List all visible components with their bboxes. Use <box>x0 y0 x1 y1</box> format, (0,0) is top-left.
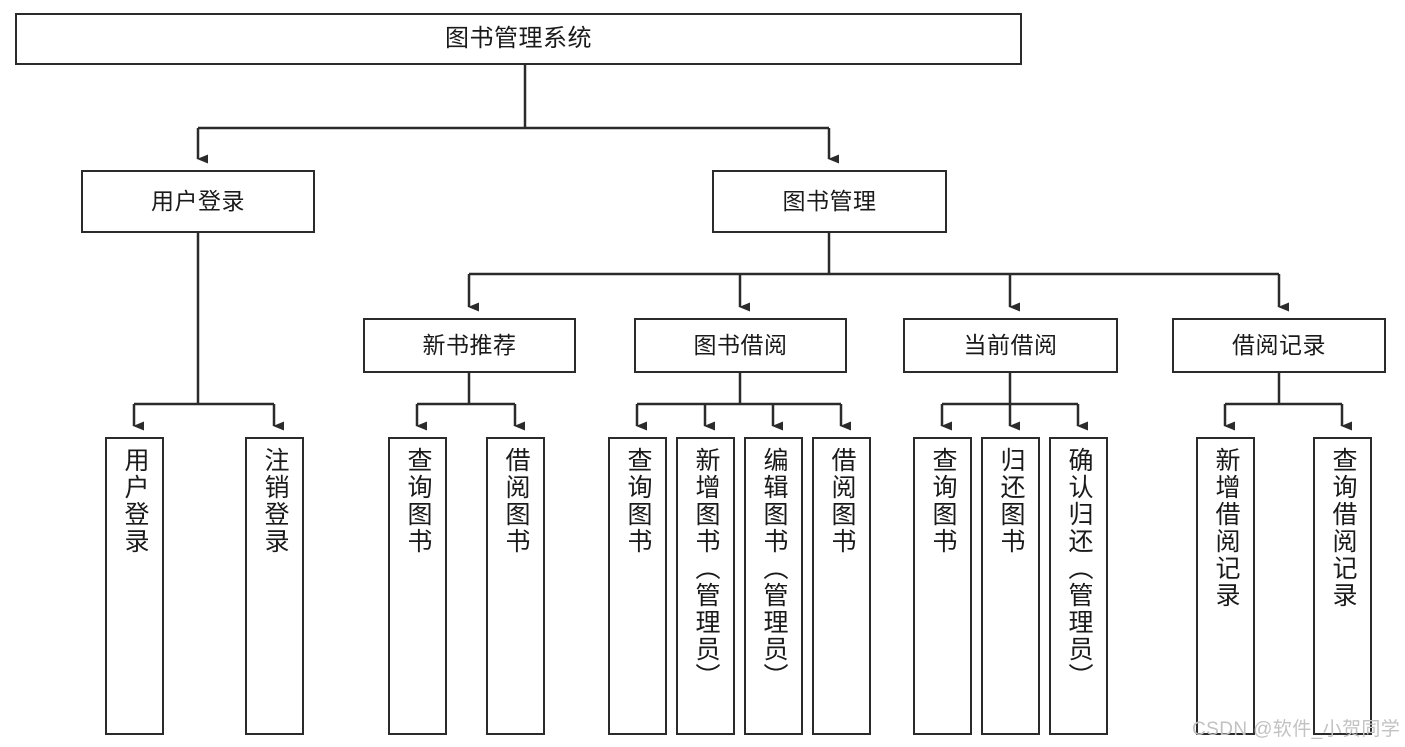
node-leaf-edit-book[interactable]: 编辑图书（管理员） <box>744 437 803 735</box>
node-leaf-confirm-return[interactable]: 确认归还（管理员） <box>1049 437 1108 735</box>
node-label-leaf-borrow-book-2: 借阅图书 <box>828 447 856 555</box>
node-label-leaf-confirm-return: 确认归还（管理员） <box>1065 447 1093 690</box>
connector-layer <box>132 65 1352 431</box>
node-label-leaf-query-record: 查询借阅记录 <box>1329 447 1357 609</box>
node-label-leaf-logout: 注销登录 <box>261 447 289 555</box>
node-label-current-borrow: 当前借阅 <box>963 331 1058 358</box>
node-leaf-query-book-3[interactable]: 查询图书 <box>913 437 972 735</box>
node-leaf-add-record[interactable]: 新增借阅记录 <box>1196 437 1255 735</box>
node-leaf-query-book-1[interactable]: 查询图书 <box>388 437 447 735</box>
node-user-login[interactable]: 用户登录 <box>81 170 315 233</box>
node-label-leaf-query-book-2: 查询图书 <box>624 447 652 555</box>
node-label-book-borrow: 图书借阅 <box>693 331 788 358</box>
node-book-management[interactable]: 图书管理 <box>712 170 947 233</box>
node-borrow-record[interactable]: 借阅记录 <box>1172 318 1386 373</box>
node-leaf-user-login[interactable]: 用户登录 <box>105 437 164 735</box>
node-leaf-return-book[interactable]: 归还图书 <box>981 437 1040 735</box>
node-label-user-login: 用户登录 <box>151 187 245 214</box>
node-book-borrow[interactable]: 图书借阅 <box>634 318 847 373</box>
node-label-leaf-user-login: 用户登录 <box>121 447 149 555</box>
node-new-book-recommend[interactable]: 新书推荐 <box>363 318 576 373</box>
node-label-leaf-query-book-1: 查询图书 <box>404 447 432 555</box>
node-label-leaf-borrow-book-1: 借阅图书 <box>502 447 530 555</box>
node-leaf-logout[interactable]: 注销登录 <box>245 437 304 735</box>
node-label-leaf-add-record: 新增借阅记录 <box>1212 447 1240 609</box>
node-leaf-borrow-book-2[interactable]: 借阅图书 <box>812 437 871 735</box>
csdn-watermark: CSDN @软件_小贺同学 <box>1192 719 1401 740</box>
node-leaf-borrow-book-1[interactable]: 借阅图书 <box>486 437 545 735</box>
node-label-root: 图书管理系统 <box>445 24 592 52</box>
node-label-leaf-query-book-3: 查询图书 <box>929 447 957 555</box>
node-label-leaf-edit-book: 编辑图书（管理员） <box>760 447 788 690</box>
node-label-borrow-record: 借阅记录 <box>1232 331 1326 358</box>
node-label-book-management: 图书管理 <box>782 187 877 214</box>
node-leaf-query-record[interactable]: 查询借阅记录 <box>1313 437 1372 735</box>
node-label-leaf-return-book: 归还图书 <box>997 447 1025 555</box>
node-label-leaf-add-book: 新增图书（管理员） <box>692 447 720 690</box>
node-root[interactable]: 图书管理系统 <box>15 13 1022 65</box>
node-leaf-add-book[interactable]: 新增图书（管理员） <box>676 437 735 735</box>
node-leaf-query-book-2[interactable]: 查询图书 <box>608 437 667 735</box>
node-current-borrow[interactable]: 当前借阅 <box>903 318 1118 373</box>
node-label-new-book-recommend: 新书推荐 <box>422 331 517 358</box>
